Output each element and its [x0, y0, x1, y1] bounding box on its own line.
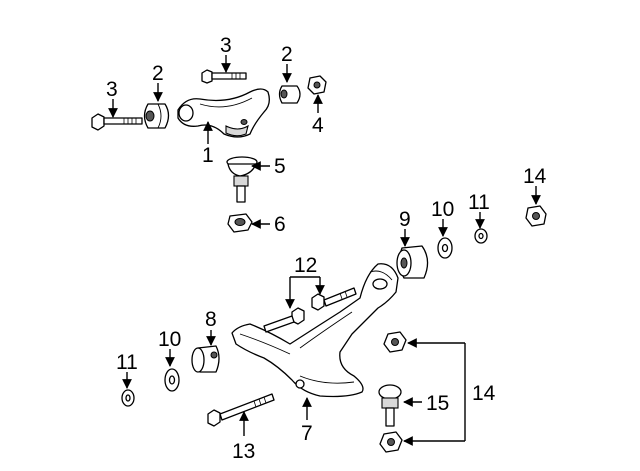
callout-7: 7	[301, 422, 313, 445]
callout-12: 12	[294, 254, 317, 277]
upper-bolt-top	[201, 69, 247, 84]
callout-10-right: 10	[431, 198, 454, 221]
callout-11-right: 11	[468, 191, 490, 214]
lower-bushing-small	[191, 345, 220, 373]
callout-1: 1	[202, 144, 214, 167]
callout-10-left: 10	[158, 328, 181, 351]
upper-bushing-left	[143, 103, 170, 129]
lower-ball-joint	[378, 384, 402, 427]
callout-3-left: 3	[106, 78, 118, 101]
lower-nut-mid	[383, 331, 407, 353]
lower-long-bolt	[207, 393, 275, 427]
upper-control-arm	[177, 88, 270, 138]
upper-ball-joint	[226, 156, 258, 203]
callout-14-top: 14	[523, 165, 547, 188]
callout-labels: 1 2 2 3 3 4 5 6 7 8 9 10 10 11 11 12 13 …	[106, 34, 547, 463]
upper-bushing-right	[278, 85, 301, 104]
callout-2-right: 2	[281, 43, 293, 66]
callout-6: 6	[274, 213, 286, 236]
washer-left	[164, 368, 180, 392]
callout-2-left: 2	[152, 62, 164, 85]
callout-4: 4	[312, 114, 324, 137]
lower-nut-bottom	[379, 431, 403, 453]
lower-nut-top-right	[525, 205, 547, 227]
washer-right	[437, 237, 453, 259]
upper-nut	[307, 75, 327, 95]
callout-15: 15	[426, 392, 449, 415]
callout-9: 9	[399, 208, 411, 231]
callout-8: 8	[205, 308, 217, 331]
callout-13: 13	[232, 440, 255, 463]
lower-bolt-right	[311, 287, 357, 311]
small-washer-left	[121, 389, 135, 407]
lower-bolt-left	[263, 307, 305, 333]
callout-3-top: 3	[220, 34, 232, 57]
callout-5: 5	[274, 155, 286, 178]
lower-bushing-large	[396, 245, 429, 279]
callout-14-bracket: 14	[472, 382, 496, 405]
upper-bolt-left	[91, 113, 143, 131]
lower-control-arm	[231, 263, 399, 398]
callout-11-left: 11	[116, 351, 138, 374]
ball-joint-nut	[227, 213, 253, 233]
small-washer-right	[474, 228, 488, 244]
leader-lines	[108, 55, 541, 446]
